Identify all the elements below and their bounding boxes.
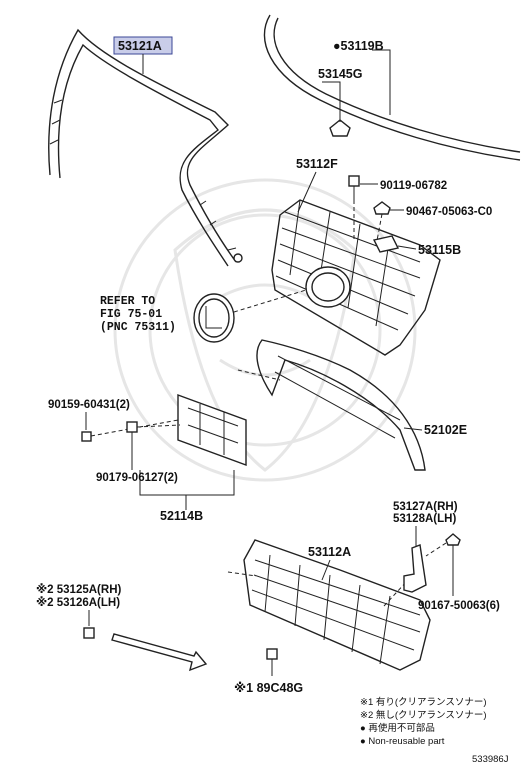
license-bracket-52114B[interactable] xyxy=(177,393,247,467)
label-pnc-75311: (PNC 75311) xyxy=(100,321,176,334)
molding-53145G[interactable] xyxy=(263,14,521,161)
label-52114B: 52114B xyxy=(160,509,203,523)
label-53127A: 53127A(RH) xyxy=(393,501,458,513)
label-53121A: 53121A xyxy=(118,39,162,53)
note-2: ※2 無し(クリアランスソナー) xyxy=(360,709,487,721)
label-53112A: 53112A xyxy=(308,545,351,559)
label-90119-06782: 90119-06782 xyxy=(380,180,447,192)
bracket-53127A-53128A[interactable] xyxy=(403,544,427,593)
note-4: ● Non-reusable part xyxy=(360,736,445,747)
clip-90467-05063-C0[interactable] xyxy=(373,201,391,247)
label-90467-05063-C0: 90467-05063-C0 xyxy=(406,206,492,218)
grille-53112F[interactable] xyxy=(271,199,441,356)
label-90167-50063: 90167-50063(6) xyxy=(418,600,500,612)
label-90159-60431: 90159-60431(2) xyxy=(48,399,130,411)
label-53125A: ※2 53125A(RH) xyxy=(36,582,121,596)
molding-53121A[interactable] xyxy=(48,28,243,267)
note-3: ● 再使用不可部品 xyxy=(360,722,435,734)
bolt-90119-06782[interactable] xyxy=(348,175,360,240)
label-52102E: 52102E xyxy=(424,423,467,437)
bracket-53115B[interactable] xyxy=(372,235,400,253)
label-89C48G: ※1 89C48G xyxy=(234,681,303,695)
emblem-fig-75-01[interactable] xyxy=(193,289,307,343)
label-53119B: ●53119B xyxy=(333,39,384,53)
label-53112F: 53112F xyxy=(296,157,338,171)
sensor-89C48G[interactable] xyxy=(266,648,278,676)
label-53126A: ※2 53126A(LH) xyxy=(36,595,120,609)
clip-90167-50063[interactable] xyxy=(425,533,461,596)
label-90179-06127: 90179-06127(2) xyxy=(96,472,178,484)
label-53145G: 53145G xyxy=(318,67,362,81)
grille-53112A[interactable] xyxy=(243,539,431,671)
front-arrow-icon xyxy=(111,633,208,672)
label-53121A-box[interactable]: 53121A xyxy=(113,36,173,74)
diagram-id: 533986J xyxy=(472,754,509,765)
molding-52102E[interactable] xyxy=(256,339,426,471)
part-53125A-53126A[interactable] xyxy=(83,627,95,639)
label-53115B: 53115B xyxy=(418,243,461,257)
label-refer-to: REFER TO xyxy=(100,295,155,308)
label-fig-75-01: FIG 75-01 xyxy=(100,308,162,321)
note-1: ※1 有り(クリアランスソナー) xyxy=(360,696,487,708)
label-53128A: 53128A(LH) xyxy=(393,513,456,525)
